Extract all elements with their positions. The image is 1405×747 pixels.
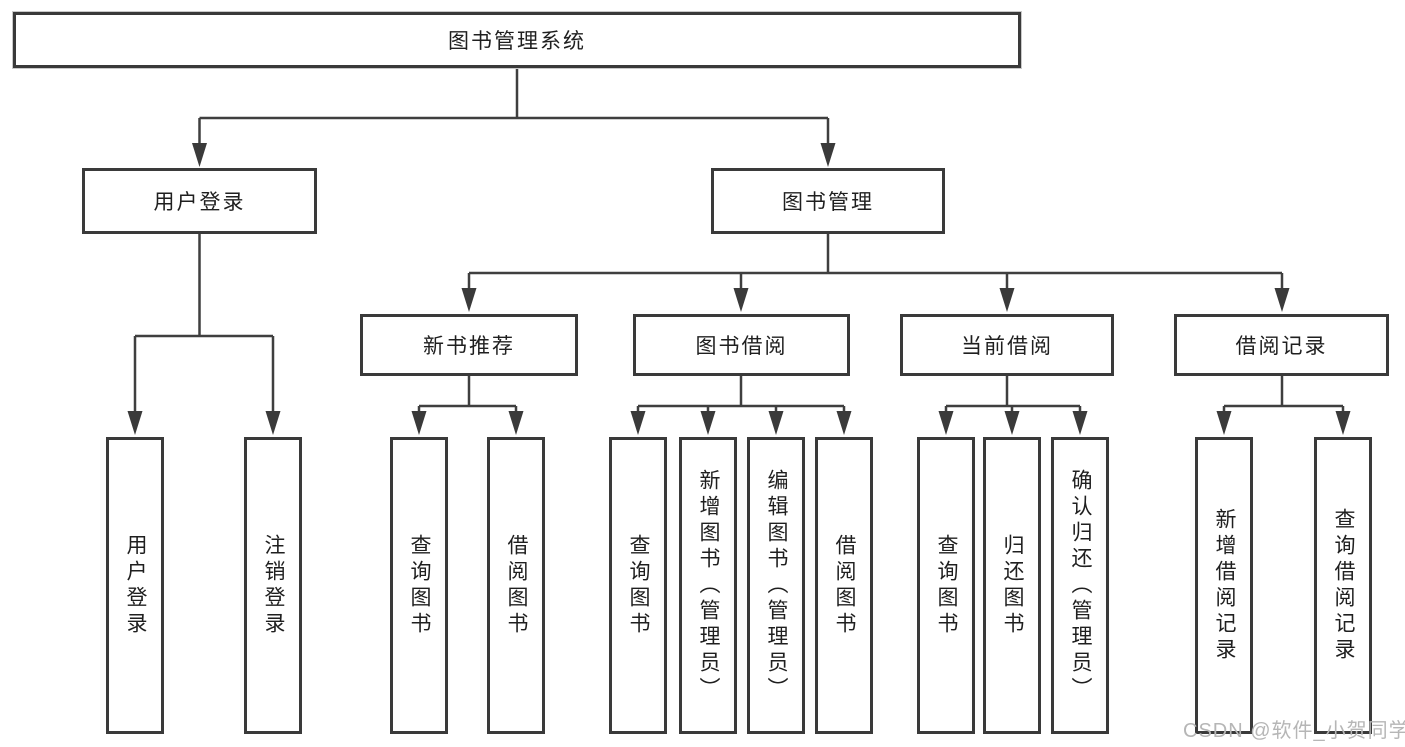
node-leaf-query-borrow-record: 查询借阅记录 — [1314, 437, 1372, 734]
csdn-watermark: CSDN @软件_小贺同学 — [1183, 720, 1405, 742]
node-new-book-recommend: 新书推荐 — [360, 314, 578, 376]
node-leaf-confirm-return-admin: 确认归还（管理员） — [1051, 437, 1109, 734]
node-label: 注销登录 — [262, 533, 286, 638]
node-label: 借阅记录 — [1235, 335, 1328, 358]
node-leaf-add-books-admin: 新增图书（管理员） — [679, 437, 737, 734]
node-book-borrow: 图书借阅 — [633, 314, 850, 376]
node-leaf-add-borrow-record: 新增借阅记录 — [1195, 437, 1253, 734]
node-leaf-query-books-borrow: 查询图书 — [609, 437, 667, 734]
node-root-system: 图书管理系统 — [13, 12, 1021, 68]
node-label: 图书管理系统 — [448, 30, 586, 53]
node-label: 确认归还（管理员） — [1069, 468, 1093, 703]
node-leaf-edit-books-admin: 编辑图书（管理员） — [747, 437, 805, 734]
node-label: 用户登录 — [153, 191, 246, 214]
node-label: 图书借阅 — [695, 335, 788, 358]
node-user-login: 用户登录 — [82, 168, 317, 234]
node-leaf-query-books-recommend: 查询图书 — [390, 437, 448, 734]
node-current-borrow: 当前借阅 — [900, 314, 1114, 376]
node-label: 借阅图书 — [505, 533, 529, 638]
node-leaf-borrow-books-recommend: 借阅图书 — [487, 437, 545, 734]
node-label: 查询图书 — [935, 533, 959, 638]
node-label: 查询图书 — [408, 533, 432, 638]
node-label: 图书管理 — [782, 191, 874, 214]
node-leaf-user-login: 用户登录 — [106, 437, 164, 734]
node-label: 新书推荐 — [423, 335, 515, 358]
node-borrow-records: 借阅记录 — [1174, 314, 1389, 376]
node-label: 新增借阅记录 — [1213, 507, 1237, 664]
arrowheads — [127, 143, 1351, 435]
node-label: 当前借阅 — [961, 335, 1053, 358]
node-leaf-borrow-books: 借阅图书 — [815, 437, 873, 734]
node-label: 新增图书（管理员） — [697, 468, 721, 703]
node-leaf-query-books-current: 查询图书 — [917, 437, 975, 734]
node-label: 归还图书 — [1001, 533, 1025, 638]
node-label: 查询借阅记录 — [1332, 507, 1356, 664]
node-leaf-return-books: 归还图书 — [983, 437, 1041, 734]
node-leaf-logout: 注销登录 — [244, 437, 302, 734]
node-label: 用户登录 — [124, 533, 148, 638]
node-book-management: 图书管理 — [711, 168, 945, 234]
node-label: 编辑图书（管理员） — [765, 468, 789, 703]
node-label: 借阅图书 — [833, 533, 857, 638]
node-label: 查询图书 — [627, 533, 651, 638]
